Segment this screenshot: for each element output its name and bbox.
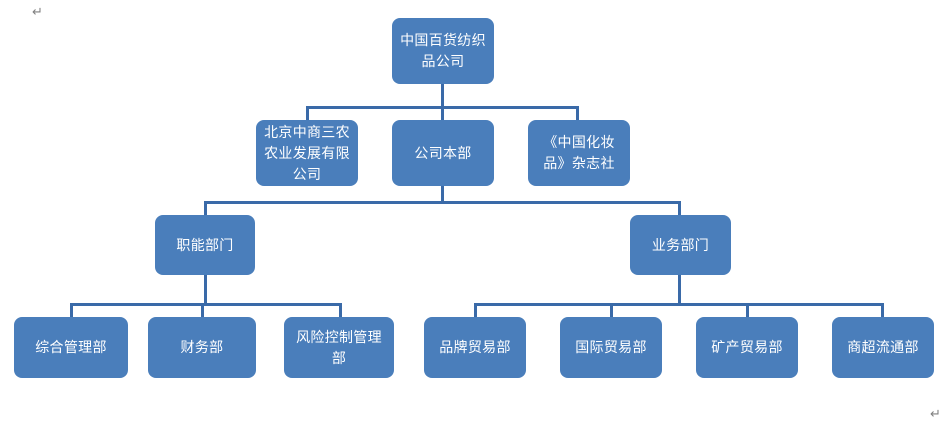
node-retail-distribution-department[interactable]: 商超流通部 bbox=[832, 317, 934, 378]
node-label: 业务部门 bbox=[651, 236, 710, 253]
connector-drop-finance bbox=[201, 303, 204, 317]
node-label: 矿产贸易部 bbox=[711, 339, 783, 355]
node-china-department-store-textile-company[interactable]: 中国百货纺织品公司 bbox=[392, 18, 494, 84]
connector-drop-general-management bbox=[70, 303, 73, 317]
node-label: 商超流通部 bbox=[847, 339, 919, 355]
connector-drop-international-trade bbox=[610, 303, 613, 317]
node-general-management-department[interactable]: 综合管理部 bbox=[14, 317, 128, 378]
connector-drop-retail-distribution bbox=[881, 303, 884, 317]
node-label: 公司本部 bbox=[414, 144, 472, 161]
connector-drop-magazine bbox=[576, 106, 579, 120]
node-company-headquarters[interactable]: 公司本部 bbox=[392, 120, 494, 186]
connector-root-stub bbox=[441, 84, 444, 106]
connector-business-stub bbox=[678, 275, 681, 303]
node-label: 中国百货纺织品公司 bbox=[400, 32, 486, 69]
node-label: 《中国化妆品》杂志社 bbox=[543, 134, 615, 171]
node-functional-departments[interactable]: 职能部门 bbox=[155, 215, 255, 275]
node-international-trade-department[interactable]: 国际贸易部 bbox=[560, 317, 662, 378]
connector-hq-bus bbox=[204, 201, 681, 204]
node-business-departments[interactable]: 业务部门 bbox=[630, 215, 731, 275]
connector-business-bus bbox=[474, 303, 884, 306]
node-label: 风险控制管理部 bbox=[296, 328, 382, 366]
node-label: 国际贸易部 bbox=[575, 339, 647, 355]
connector-drop-beijing bbox=[306, 106, 309, 120]
node-risk-control-management-department[interactable]: 风险控制管理部 bbox=[284, 317, 394, 378]
connector-drop-brand-trade bbox=[474, 303, 477, 317]
connector-functional-stub bbox=[204, 275, 207, 303]
node-label: 综合管理部 bbox=[35, 339, 107, 355]
connector-drop-business bbox=[678, 201, 681, 215]
node-label: 品牌贸易部 bbox=[439, 339, 511, 355]
connector-functional-bus bbox=[70, 303, 342, 306]
node-label: 职能部门 bbox=[176, 236, 234, 253]
connector-drop-risk-control bbox=[339, 303, 342, 317]
paragraph-mark-bottom-right: ↵ bbox=[930, 407, 941, 422]
paragraph-mark-top-left: ↵ bbox=[32, 5, 43, 20]
connector-drop-headquarters bbox=[441, 106, 444, 120]
node-brand-trade-department[interactable]: 品牌贸易部 bbox=[424, 317, 526, 378]
node-china-cosmetics-magazine[interactable]: 《中国化妆品》杂志社 bbox=[528, 120, 630, 186]
node-label: 财务部 bbox=[180, 339, 224, 355]
node-label: 北京中商三农农业发展有限公司 bbox=[264, 123, 350, 182]
connector-drop-mineral-trade bbox=[746, 303, 749, 317]
connector-drop-functional bbox=[204, 201, 207, 215]
node-mineral-trade-department[interactable]: 矿产贸易部 bbox=[696, 317, 798, 378]
node-beijing-zhongshang-sannong-agriculture[interactable]: 北京中商三农农业发展有限公司 bbox=[256, 120, 358, 186]
node-finance-department[interactable]: 财务部 bbox=[148, 317, 256, 378]
connector-hq-stub bbox=[441, 186, 444, 201]
